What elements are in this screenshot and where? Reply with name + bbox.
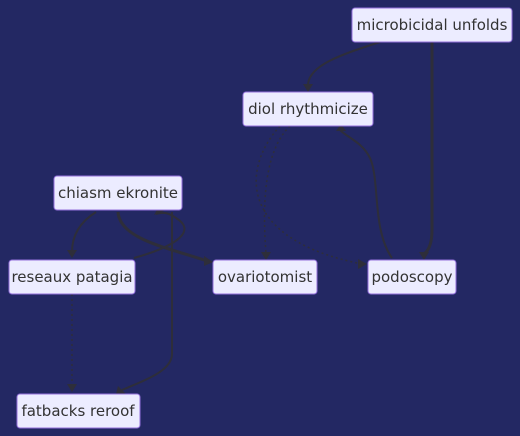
- edge-microbicidal-to-diol: [307, 41, 381, 85]
- edge-diol-to-ovariotomist: [263, 125, 291, 255]
- node-label: microbicidal unfolds: [357, 16, 508, 34]
- node-chiasm-ekronite[interactable]: chiasm ekronite: [53, 175, 183, 211]
- node-diol-rhythmicize[interactable]: diol rhythmicize: [242, 91, 374, 127]
- arrowhead-ovariotomist: [261, 252, 271, 260]
- arrowhead-diol-bottom: [336, 124, 346, 131]
- node-label: chiasm ekronite: [58, 184, 178, 202]
- edge-chiasm-to-reseaux: [71, 211, 97, 253]
- edge-chiasm-to-fatbacks: [121, 212, 173, 391]
- node-label: podoscopy: [371, 268, 452, 286]
- edge-chiasm-to-ovariotomist: [116, 211, 211, 264]
- node-ovariotomist[interactable]: ovariotomist: [212, 259, 318, 295]
- edge-microbicidal-to-podoscopy: [423, 42, 434, 256]
- arrowhead-fatbacks-right: [116, 386, 126, 394]
- node-label: ovariotomist: [218, 268, 312, 286]
- arrowhead-ovariotomist-left: [204, 256, 213, 266]
- arrowhead-diol: [303, 84, 313, 92]
- arrowhead-reseaux: [67, 250, 77, 258]
- edge-reseaux-to-chiasm: [133, 211, 186, 259]
- edges: [71, 41, 434, 391]
- edge-podoscopy-to-diol: [339, 129, 393, 259]
- arrowhead-fatbacks-left: [67, 384, 77, 392]
- node-label: reseaux patagia: [11, 268, 132, 286]
- edge-diol-to-podoscopy: [255, 125, 363, 265]
- node-label: diol rhythmicize: [248, 100, 368, 118]
- arrowhead-podoscopy-top: [419, 252, 429, 260]
- node-reseaux-patagia[interactable]: reseaux patagia: [8, 259, 136, 295]
- arrowheads: [67, 84, 429, 394]
- node-microbicidal-unfolds[interactable]: microbicidal unfolds: [351, 7, 513, 43]
- node-label: fatbacks reroof: [21, 402, 135, 420]
- node-podoscopy[interactable]: podoscopy: [367, 259, 457, 295]
- node-fatbacks-reroof[interactable]: fatbacks reroof: [16, 393, 141, 429]
- arrowhead-podoscopy-left: [358, 259, 367, 269]
